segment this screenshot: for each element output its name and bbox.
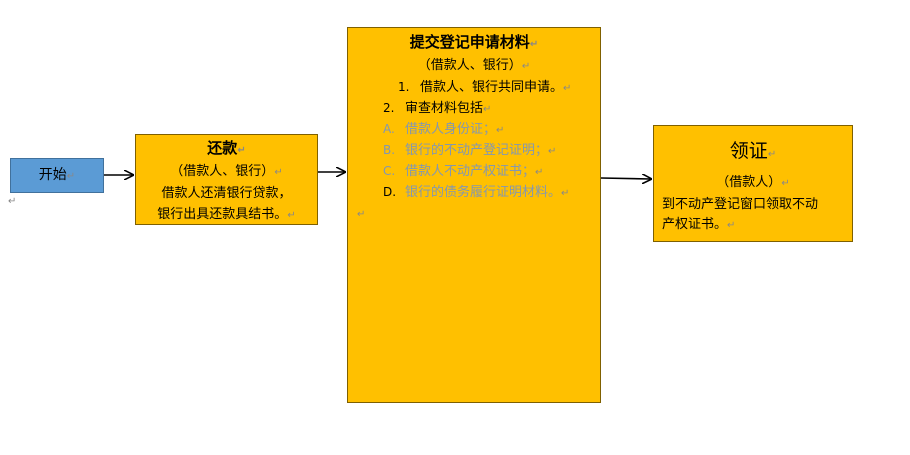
paragraph-mark: ↵	[8, 196, 17, 207]
empty-row: ↵	[348, 203, 600, 224]
receive-title: 领证	[729, 140, 768, 162]
start-label: 开始	[38, 167, 67, 183]
step-row: 1. 借款人、银行共同申请。↵	[348, 77, 600, 98]
paragraph-mark: ↵	[66, 171, 76, 182]
submit-node: 提交登记申请材料↵ （借款人、银行）↵ 1. 借款人、银行共同申请。↵ 2. 审…	[347, 27, 601, 403]
material-letter: C.	[383, 164, 396, 178]
material-row: B. 银行的不动产登记证明；↵	[348, 140, 600, 161]
step-text: 借款人、银行共同申请。	[420, 80, 564, 95]
step-number: 2.	[383, 101, 395, 115]
repay-desc-line2: 银行出具还款具结书。	[157, 207, 288, 222]
repay-node: 还款↵ （借款人、银行）↵ 借款人还清银行贷款， 银行出具还款具结书。↵	[135, 134, 318, 225]
material-text: 借款人身份证；	[405, 122, 497, 137]
paragraph-mark: ↵	[529, 39, 539, 50]
step-text: 审查材料包括	[405, 101, 484, 116]
material-text: 借款人不动产权证书；	[405, 164, 536, 179]
step-row: 2. 审查材料包括↵	[348, 98, 600, 119]
paragraph-mark: ↵	[496, 125, 505, 136]
paragraph-mark: ↵	[521, 61, 531, 72]
repay-desc-line1: 借款人还清银行贷款，	[161, 186, 292, 201]
receive-party: （借款人）	[716, 175, 782, 190]
step-number: 1.	[398, 80, 410, 94]
material-letter: A.	[383, 122, 395, 136]
material-letter: D.	[383, 185, 397, 199]
repay-party: （借款人、银行）	[170, 164, 275, 179]
paragraph-mark: ↵	[357, 209, 366, 220]
paragraph-mark: ↵	[767, 149, 777, 160]
paragraph-mark: ↵	[563, 83, 572, 94]
material-letter: B.	[383, 143, 396, 157]
paragraph-mark: ↵	[727, 220, 736, 231]
receive-desc-line1: 到不动产登记窗口领取不动	[662, 197, 819, 212]
receive-desc-line2: 产权证书。	[662, 217, 728, 232]
start-node: 开始↵	[10, 158, 104, 193]
paragraph-mark: ↵	[535, 167, 544, 178]
arrow-submit-to-receive	[600, 178, 651, 179]
material-row: A. 借款人身份证；↵	[348, 119, 600, 140]
material-row: D. 银行的债务履行证明材料。↵	[348, 182, 600, 203]
receive-node: 领证↵ （借款人）↵ 到不动产登记窗口领取不动 产权证书。↵	[653, 125, 853, 242]
paragraph-mark: ↵	[287, 210, 296, 221]
paragraph-mark: ↵	[483, 104, 492, 115]
material-row: C. 借款人不动产权证书；↵	[348, 161, 600, 182]
paragraph-mark: ↵	[274, 167, 283, 178]
material-text: 银行的债务履行证明材料。	[405, 185, 562, 200]
paragraph-mark: ↵	[781, 178, 790, 189]
paragraph-mark: ↵	[237, 145, 246, 156]
material-text: 银行的不动产登记证明；	[405, 143, 549, 158]
submit-title: 提交登记申请材料	[409, 33, 530, 51]
paragraph-mark: ↵	[561, 188, 570, 199]
submit-party: （借款人、银行）	[417, 58, 522, 73]
paragraph-mark: ↵	[548, 146, 557, 157]
repay-title: 还款	[207, 139, 238, 157]
